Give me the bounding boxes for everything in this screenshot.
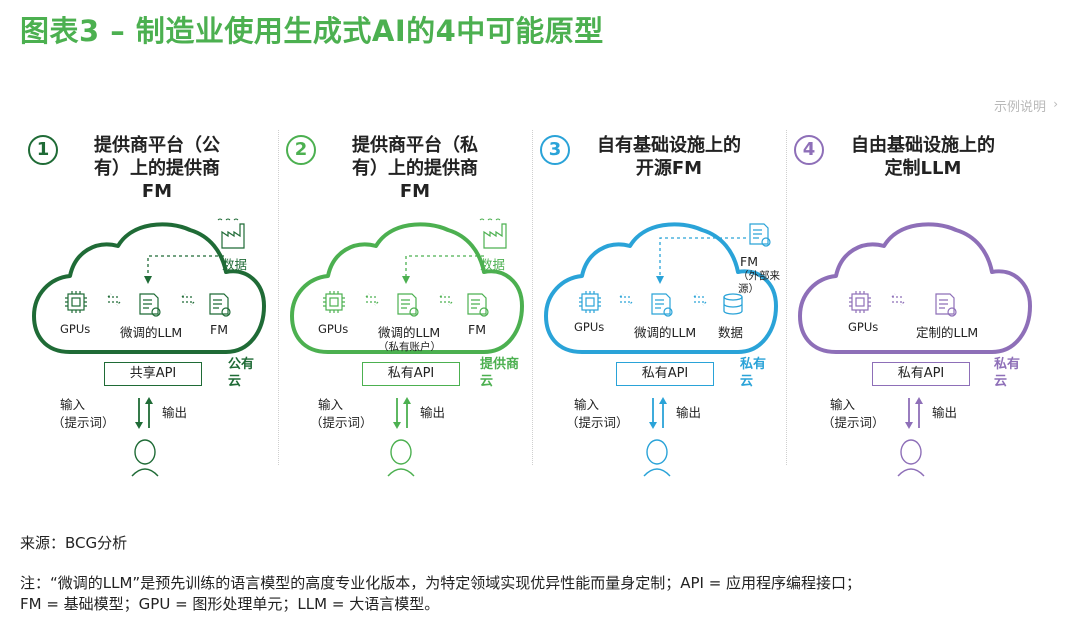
output-label: 输出 [932, 405, 958, 420]
input-label: 输入 [830, 397, 856, 412]
gpus-label: GPUs [848, 320, 879, 334]
cloud-outline [32, 222, 266, 354]
source-note: 来源：BCG分析 [20, 534, 128, 552]
model-doc-icon [209, 293, 231, 317]
archetype-heading: 自由基础设施上的定制LLM [851, 135, 995, 179]
archetype-3: 3 自有基础设施上的开源FM FM （外部来源） GP [532, 130, 782, 490]
data-flow-arrow [405, 255, 484, 280]
gpus-label: GPUs [318, 322, 349, 336]
cloud-type-label: 公有云 [228, 357, 255, 389]
number-badge: 1 [28, 135, 58, 165]
fm-source-label: FM [740, 254, 758, 269]
gpus-label: GPUs [574, 320, 605, 334]
bidirectional-arrow [107, 293, 195, 306]
bidirectional-arrow [619, 293, 707, 306]
model-doc-icon [749, 223, 771, 247]
data-flow-arrow [659, 237, 746, 280]
cloud-diagram [544, 222, 778, 477]
data-label: 数据 [480, 257, 506, 272]
column-divider [786, 130, 787, 465]
llm-label: 微调的LLM [120, 325, 183, 340]
user-icon [897, 439, 925, 477]
gpus-label: GPUs [60, 322, 91, 336]
column-divider [532, 130, 533, 465]
cloud-type-label: 提供商云 [480, 357, 520, 389]
number-badge: 3 [540, 135, 570, 165]
factory-icon [479, 218, 507, 249]
archetype-heading: 自有基础设施上的开源FM [597, 135, 741, 179]
prompt-label: （提示词） [310, 415, 373, 430]
database-icon [723, 293, 743, 315]
model-doc-icon [467, 293, 489, 317]
archetype-4: 4 自由基础设施上的定制LLM GPUs 定制的LLM 私有API 私有云 输入… [786, 130, 1036, 490]
footnote: 注：“微调的LLM”是预先训练的语言模型的高度专业化版本，为特定领域实现优异性能… [20, 574, 862, 613]
cloud-outline [544, 222, 778, 354]
number-badge: 4 [794, 135, 824, 165]
output-label: 输出 [420, 405, 446, 420]
api-box: 共享API [104, 362, 202, 386]
input-label: 输入 [60, 397, 86, 412]
cloud-diagram [32, 218, 266, 477]
cloud-diagram [290, 218, 524, 477]
llm-label: 微调的LLM [634, 325, 697, 340]
cloud-outline [290, 222, 524, 354]
factory-icon [217, 218, 245, 249]
data-label: 数据 [222, 257, 248, 272]
cloud-diagram [798, 222, 1032, 477]
fm-label: FM [468, 322, 486, 337]
model-doc-icon [139, 293, 161, 317]
prompt-label: （提示词） [566, 415, 629, 430]
user-icon [643, 439, 671, 477]
chip-icon [65, 291, 87, 313]
data-flow-arrow [147, 255, 224, 280]
legend-link[interactable]: 示例说明 [993, 100, 1046, 115]
cloud-type-label: 私有云 [740, 357, 767, 389]
api-box: 私有API [872, 362, 970, 386]
cloud-outline [798, 222, 1032, 354]
chevron-right-icon[interactable]: › [1053, 97, 1058, 111]
model-doc-icon [397, 293, 419, 317]
number-badge: 2 [286, 135, 316, 165]
llm-sub-label: （私有账户） [378, 341, 441, 353]
bidirectional-arrow [891, 293, 905, 306]
chip-icon [323, 291, 345, 313]
input-label: 输入 [574, 397, 600, 412]
user-icon [131, 439, 159, 477]
prompt-label: （提示词） [52, 415, 115, 430]
model-doc-icon [935, 293, 957, 317]
bidirectional-arrow [365, 293, 453, 306]
output-label: 输出 [676, 405, 702, 420]
chip-icon [579, 291, 601, 313]
prompt-label: （提示词） [822, 415, 885, 430]
output-label: 输出 [162, 405, 188, 420]
user-icon [387, 439, 415, 477]
api-box: 私有API [362, 362, 460, 386]
model-doc-icon [651, 293, 673, 317]
column-divider [278, 130, 279, 465]
fm-source-sub-label: （外部来源） [738, 270, 780, 295]
fm-label: FM [210, 322, 228, 337]
llm-label: 微调的LLM [378, 325, 441, 340]
chip-icon [849, 291, 871, 313]
llm-label: 定制的LLM [916, 325, 979, 340]
data-label: 数据 [718, 325, 744, 340]
input-label: 输入 [318, 397, 344, 412]
api-box: 私有API [616, 362, 714, 386]
cloud-type-label: 私有云 [994, 357, 1021, 389]
page-title: 图表3 – 制造业使用生成式AI的4中可能原型 [20, 14, 604, 48]
